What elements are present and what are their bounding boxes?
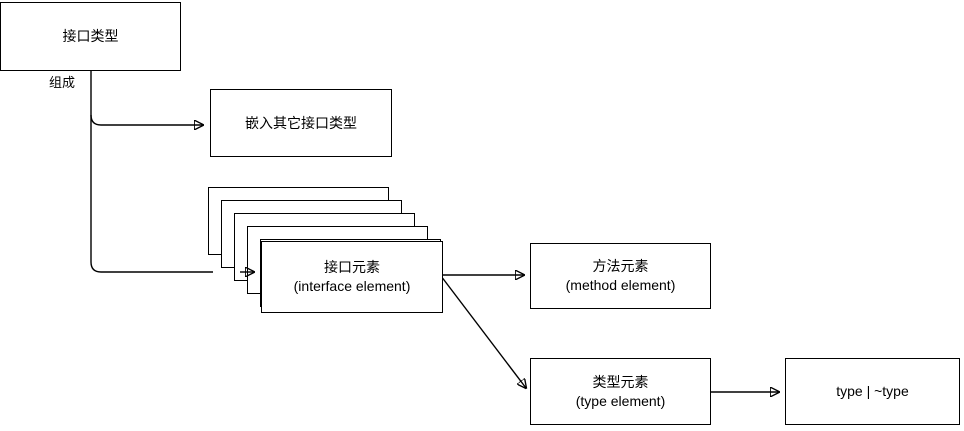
connector-trunk — [90, 70, 213, 273]
node-method-element-label-en: (method element) — [565, 277, 676, 293]
node-interface-element[interactable]: 接口元素 (interface element) — [261, 241, 443, 313]
node-type-element[interactable]: 类型元素 (type element) — [530, 358, 711, 425]
node-type-expression-label: type | ~type — [836, 383, 909, 400]
edge-label-composition: 组成 — [47, 72, 78, 91]
node-type-element-label-en: (type element) — [575, 392, 666, 409]
node-embed-other-interface-type-label: 嵌入其它接口类型 — [245, 114, 357, 131]
node-method-element-label-cn: 方法元素 — [592, 258, 649, 275]
node-type-element-label-cn: 类型元素 — [592, 373, 649, 390]
node-interface-element-label-cn: 接口元素 — [324, 259, 380, 276]
node-type-expression[interactable]: type | ~type — [785, 358, 960, 425]
node-interface-element-label-en: (interface element) — [293, 278, 411, 294]
connector-to-embed — [90, 114, 203, 125]
connector-interface-to-type — [440, 275, 526, 388]
node-embed-other-interface-type[interactable]: 嵌入其它接口类型 — [210, 89, 392, 157]
node-interface-type-label: 接口类型 — [62, 28, 119, 45]
node-interface-type[interactable]: 接口类型 — [0, 2, 181, 71]
node-method-element[interactable]: 方法元素 (method element) — [530, 243, 711, 309]
